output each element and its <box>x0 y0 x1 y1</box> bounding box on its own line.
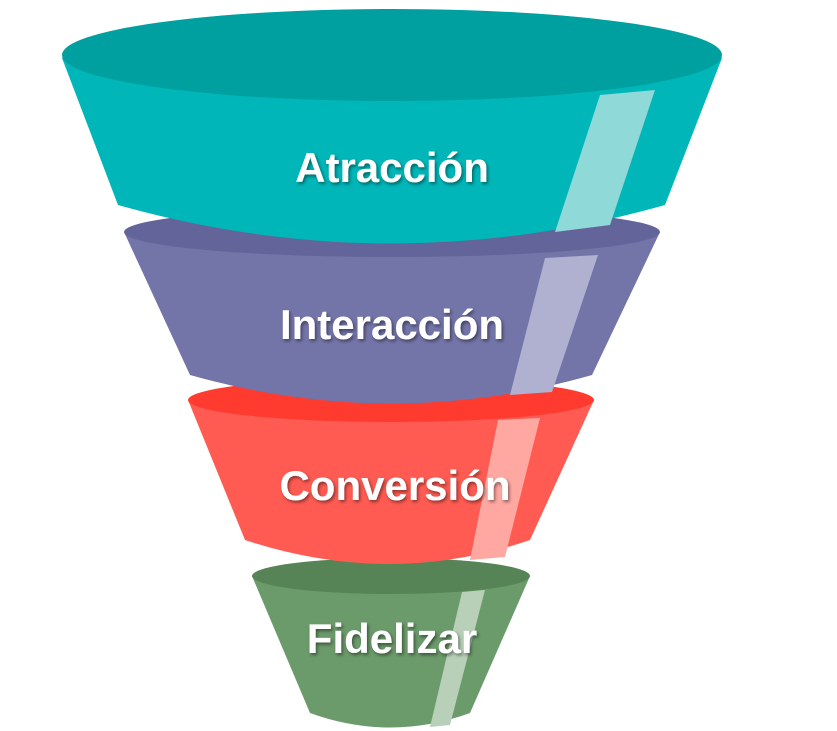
funnel-stage-conversion: Conversión <box>188 378 594 564</box>
stage-label: Fidelizar <box>307 615 477 662</box>
stage-body <box>62 58 722 244</box>
stage-highlight <box>555 90 655 232</box>
stage-highlight <box>470 418 540 560</box>
stage-label: Conversión <box>279 462 510 509</box>
stage-highlight <box>510 255 598 395</box>
stage-rim <box>62 9 722 101</box>
funnel-stage-attraction: Atracción <box>62 9 722 244</box>
funnel-stage-interaction: Interacción <box>124 207 660 404</box>
stage-label: Interacción <box>280 301 504 348</box>
stage-rim <box>252 558 530 594</box>
stage-label: Atracción <box>295 144 489 191</box>
funnel-stage-fidelizar: Fidelizar <box>252 558 530 728</box>
stage-highlight <box>430 590 485 727</box>
